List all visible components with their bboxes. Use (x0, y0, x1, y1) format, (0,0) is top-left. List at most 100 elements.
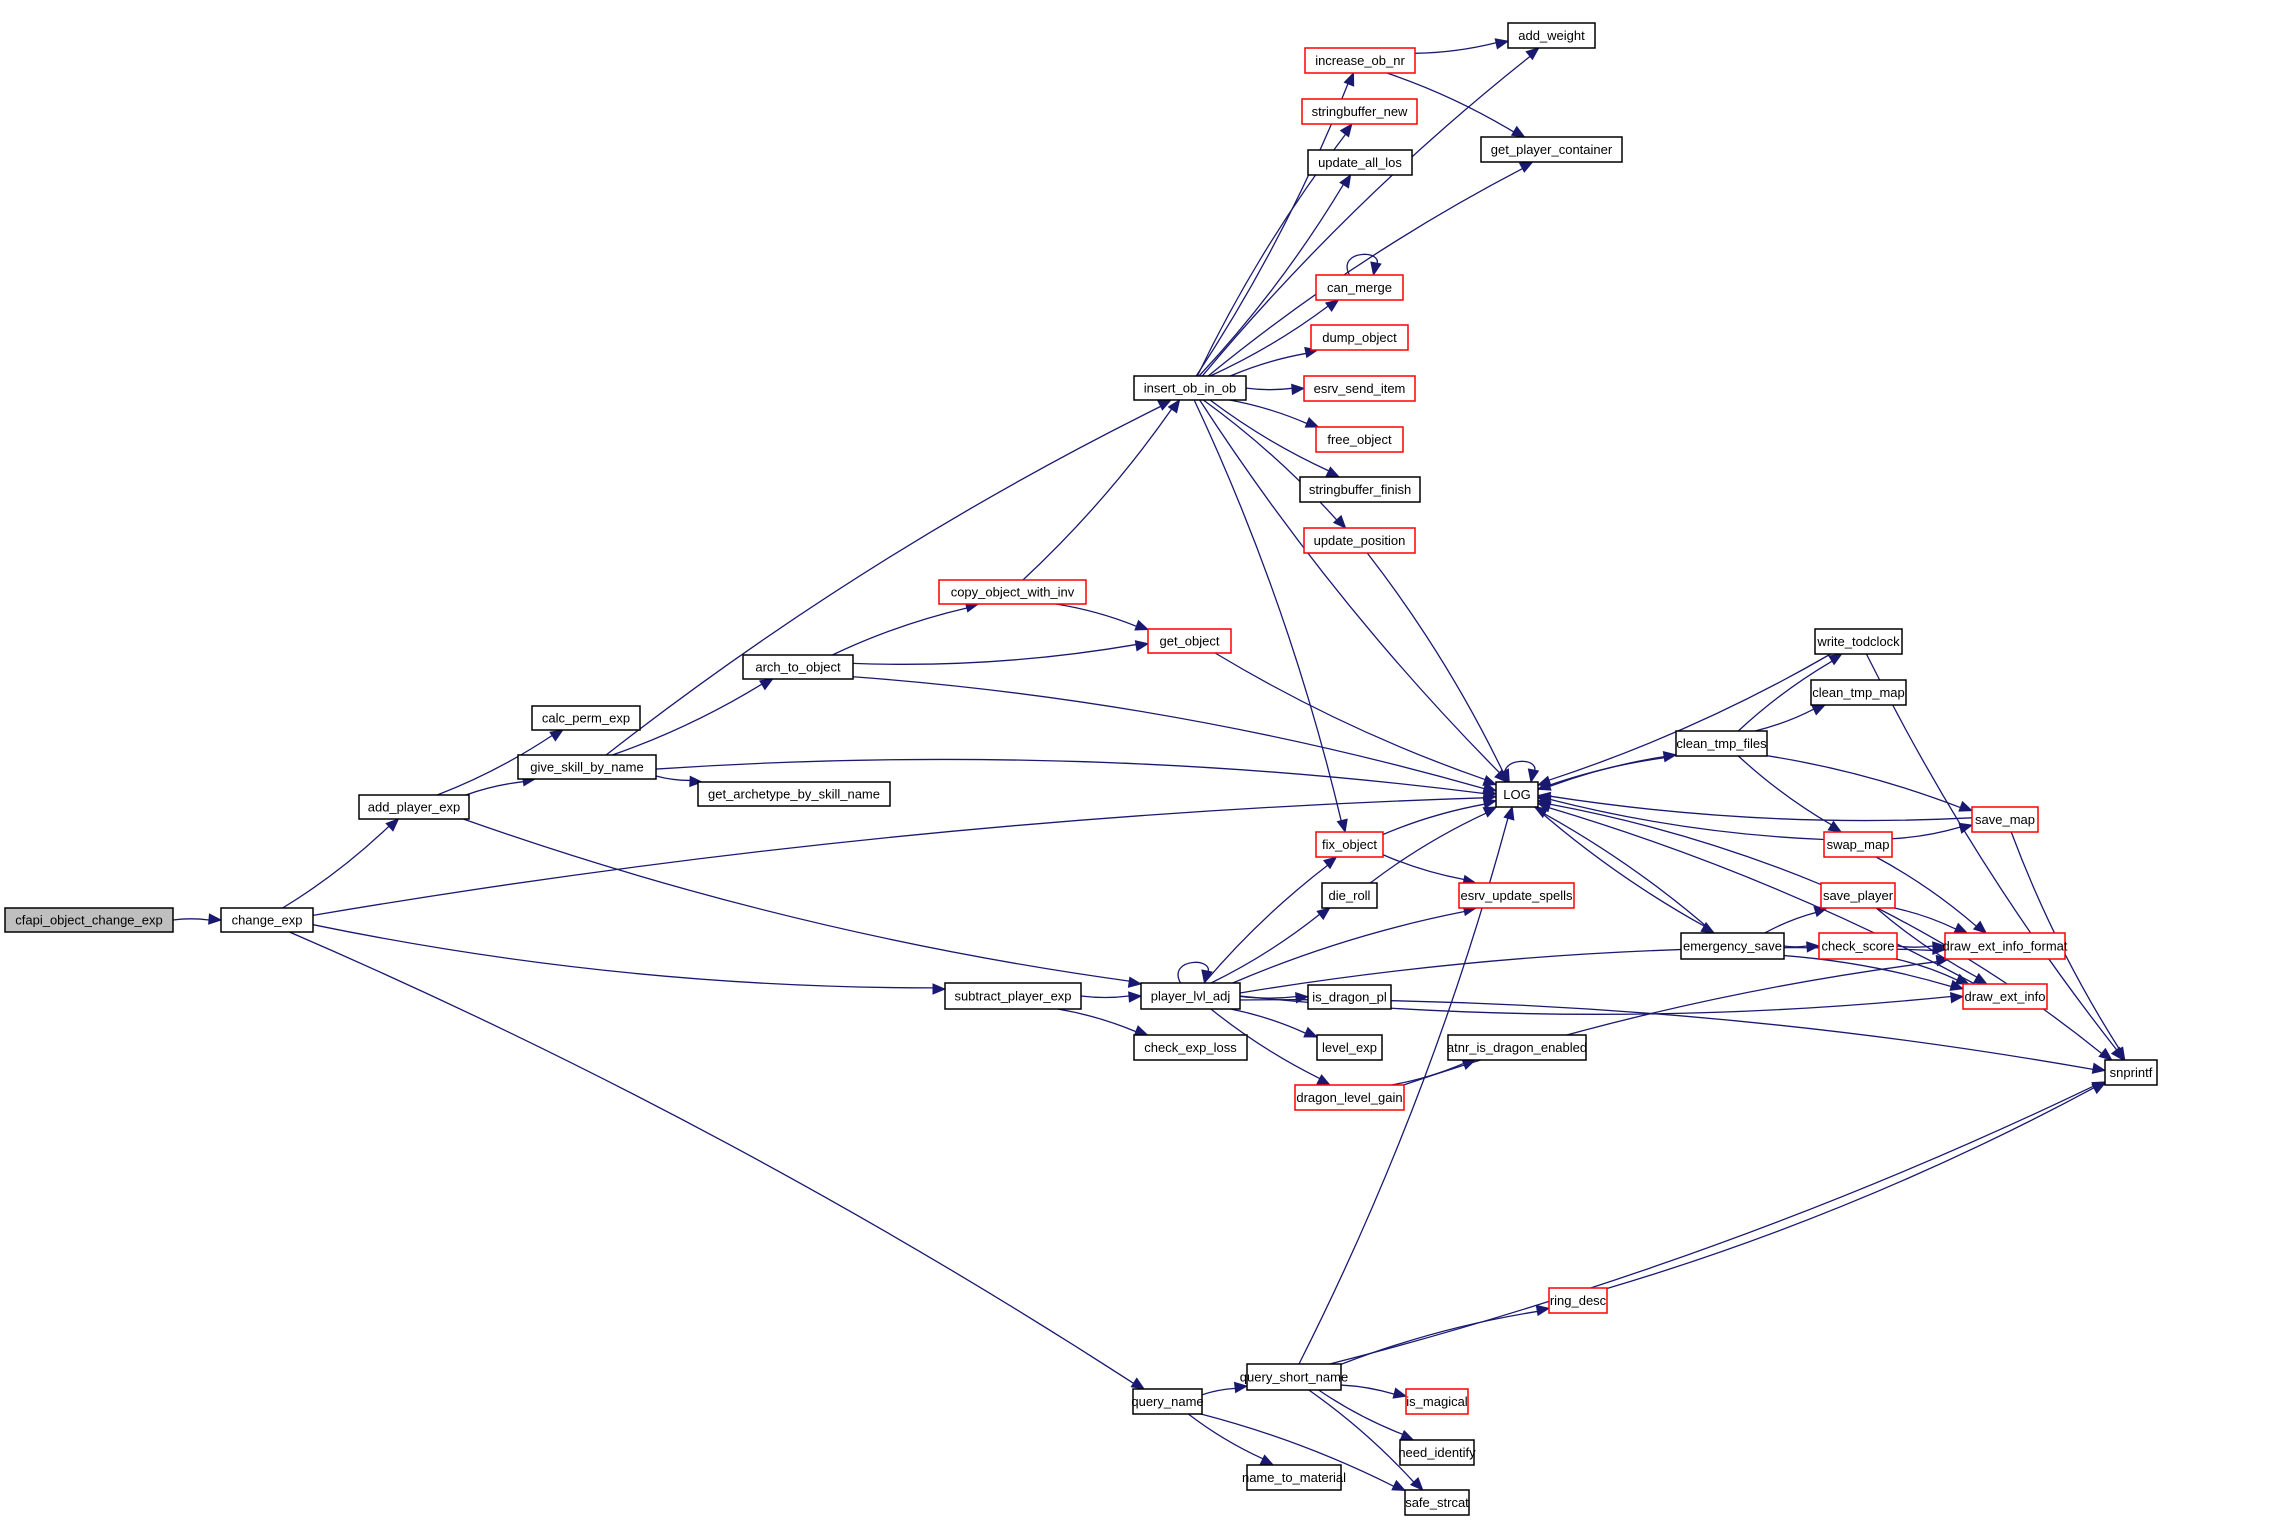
node-box[interactable] (1310, 324, 1409, 351)
node-copy_object_with_inv[interactable]: copy_object_with_inv (938, 579, 1087, 605)
node-name_to_material[interactable]: name_to_material (1242, 1464, 1346, 1491)
node-box[interactable] (1405, 1388, 1469, 1415)
node-stringbuffer_finish[interactable]: stringbuffer_finish (1299, 476, 1421, 503)
node-draw_ext_info_format[interactable]: draw_ext_info_format (1942, 932, 2068, 960)
node-is_dragon_pl[interactable]: is_dragon_pl (1307, 984, 1392, 1010)
node-level_exp[interactable]: level_exp (1316, 1034, 1383, 1061)
node-box[interactable] (1480, 136, 1623, 163)
node-player_lvl_adj[interactable]: player_lvl_adj (1140, 982, 1241, 1010)
node-box[interactable] (1315, 426, 1404, 453)
node-box[interactable] (1399, 1439, 1475, 1466)
node-box[interactable] (1303, 375, 1416, 402)
node-box[interactable] (1307, 984, 1392, 1010)
node-box[interactable] (1675, 730, 1768, 757)
node-box[interactable] (1133, 375, 1247, 401)
node-box[interactable] (517, 754, 657, 780)
node-can_merge[interactable]: can_merge (1315, 274, 1404, 301)
node-die_roll[interactable]: die_roll (1321, 882, 1378, 909)
node-emergency_save[interactable]: emergency_save (1680, 932, 1785, 960)
node-box[interactable] (1458, 882, 1575, 909)
node-check_exp_loss[interactable]: check_exp_loss (1133, 1034, 1248, 1061)
node-box[interactable] (220, 907, 314, 933)
node-change_exp[interactable]: change_exp (220, 907, 314, 933)
node-box[interactable] (531, 705, 641, 731)
node-box[interactable] (944, 982, 1082, 1010)
node-save_map[interactable]: save_map (1971, 806, 2039, 833)
node-add_player_exp[interactable]: add_player_exp (358, 794, 470, 820)
node-swap_map[interactable]: swap_map (1823, 831, 1893, 858)
node-box[interactable] (1140, 982, 1241, 1010)
node-update_all_los[interactable]: update_all_los (1307, 149, 1413, 176)
node-box[interactable] (1404, 1489, 1470, 1516)
node-save_player[interactable]: save_player (1820, 882, 1896, 909)
node-box[interactable] (938, 579, 1087, 605)
node-box[interactable] (1944, 932, 2066, 960)
node-box[interactable] (1304, 47, 1416, 74)
node-box[interactable] (1307, 149, 1413, 176)
node-check_score[interactable]: check_score (1818, 932, 1898, 960)
node-box[interactable] (1507, 22, 1596, 49)
node-safe_strcat[interactable]: safe_strcat (1404, 1489, 1470, 1516)
node-box[interactable] (1294, 1084, 1405, 1111)
node-fix_object[interactable]: fix_object (1315, 831, 1384, 858)
node-box[interactable] (697, 781, 891, 807)
node-box[interactable] (1132, 1388, 1203, 1415)
node-box[interactable] (1246, 1363, 1342, 1391)
node-box[interactable] (1246, 1464, 1342, 1491)
node-atnr_is_dragon_enabled[interactable]: atnr_is_dragon_enabled (1447, 1034, 1587, 1061)
node-box[interactable] (1495, 781, 1539, 808)
node-esrv_update_spells[interactable]: esrv_update_spells (1458, 882, 1575, 909)
node-box[interactable] (1147, 628, 1232, 654)
node-box[interactable] (2104, 1059, 2158, 1086)
node-cfapi_object_change_exp[interactable]: cfapi_object_change_exp (4, 907, 174, 933)
node-box[interactable] (358, 794, 470, 820)
node-free_object[interactable]: free_object (1315, 426, 1404, 453)
node-give_skill_by_name[interactable]: give_skill_by_name (517, 754, 657, 780)
node-update_position[interactable]: update_position (1303, 527, 1416, 554)
node-box[interactable] (1315, 831, 1384, 858)
node-snprintf[interactable]: snprintf (2104, 1059, 2158, 1086)
node-increase_ob_nr[interactable]: increase_ob_nr (1304, 47, 1416, 74)
node-dump_object[interactable]: dump_object (1310, 324, 1409, 351)
node-add_weight[interactable]: add_weight (1507, 22, 1596, 49)
node-need_identify[interactable]: need_identify (1398, 1439, 1476, 1466)
node-box[interactable] (1301, 98, 1418, 125)
node-subtract_player_exp[interactable]: subtract_player_exp (944, 982, 1082, 1010)
node-get_object[interactable]: get_object (1147, 628, 1232, 654)
node-get_player_container[interactable]: get_player_container (1480, 136, 1623, 163)
node-box[interactable] (1447, 1034, 1587, 1061)
node-query_name[interactable]: query_name (1131, 1388, 1204, 1415)
node-box[interactable] (4, 907, 174, 933)
node-box[interactable] (1820, 882, 1896, 909)
node-LOG[interactable]: LOG (1495, 781, 1539, 808)
node-box[interactable] (1971, 806, 2039, 833)
node-box[interactable] (1680, 932, 1785, 960)
node-write_todclock[interactable]: write_todclock (1814, 628, 1903, 655)
node-query_short_name[interactable]: query_short_name (1240, 1363, 1348, 1391)
node-calc_perm_exp[interactable]: calc_perm_exp (531, 705, 641, 731)
node-draw_ext_info[interactable]: draw_ext_info (1962, 983, 2048, 1010)
node-box[interactable] (1315, 274, 1404, 301)
node-box[interactable] (1823, 831, 1893, 858)
node-box[interactable] (1321, 882, 1378, 909)
node-clean_tmp_files[interactable]: clean_tmp_files (1675, 730, 1768, 757)
node-is_magical[interactable]: is_magical (1405, 1388, 1469, 1415)
node-box[interactable] (1962, 983, 2048, 1010)
node-box[interactable] (1548, 1287, 1608, 1314)
node-box[interactable] (1814, 628, 1903, 655)
node-box[interactable] (1303, 527, 1416, 554)
node-insert_ob_in_ob[interactable]: insert_ob_in_ob (1133, 375, 1247, 401)
node-esrv_send_item[interactable]: esrv_send_item (1303, 375, 1416, 402)
node-box[interactable] (1299, 476, 1421, 503)
node-dragon_level_gain[interactable]: dragon_level_gain (1294, 1084, 1405, 1111)
node-box[interactable] (1818, 932, 1898, 960)
node-ring_desc[interactable]: ring_desc (1548, 1287, 1608, 1314)
node-stringbuffer_new[interactable]: stringbuffer_new (1301, 98, 1418, 125)
node-get_archetype_by_skill_name[interactable]: get_archetype_by_skill_name (697, 781, 891, 807)
node-box[interactable] (1316, 1034, 1383, 1061)
node-arch_to_object[interactable]: arch_to_object (742, 654, 854, 680)
node-box[interactable] (742, 654, 854, 680)
node-box[interactable] (1810, 679, 1907, 706)
node-clean_tmp_map[interactable]: clean_tmp_map (1810, 679, 1907, 706)
node-box[interactable] (1133, 1034, 1248, 1061)
